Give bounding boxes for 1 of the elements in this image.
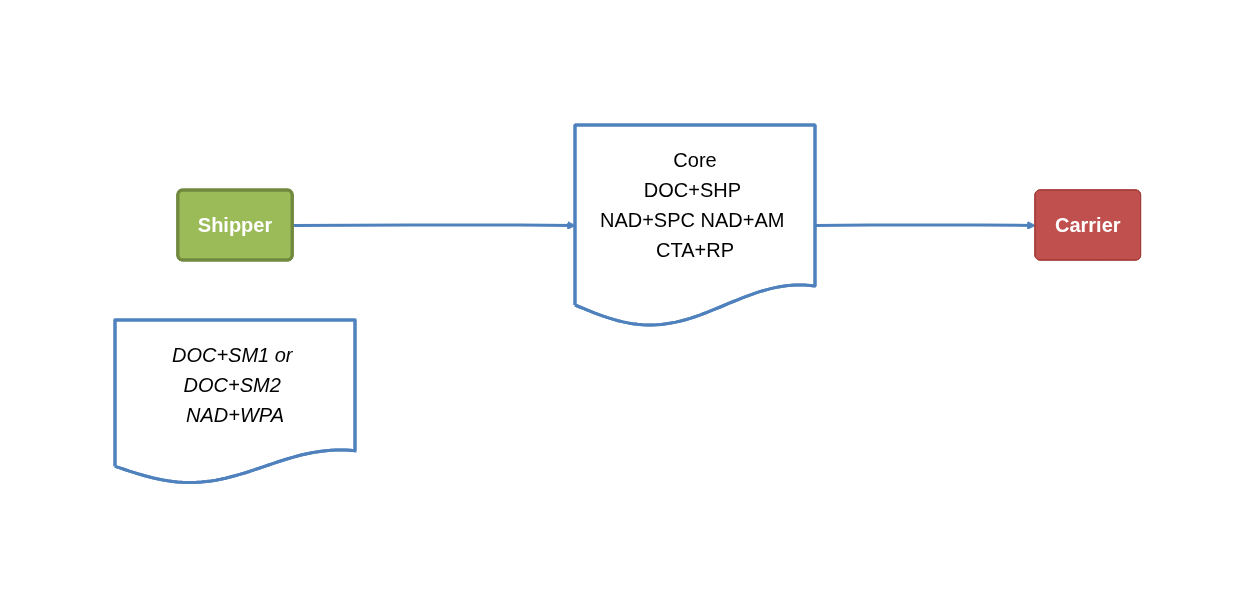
arrow <box>815 221 1037 231</box>
